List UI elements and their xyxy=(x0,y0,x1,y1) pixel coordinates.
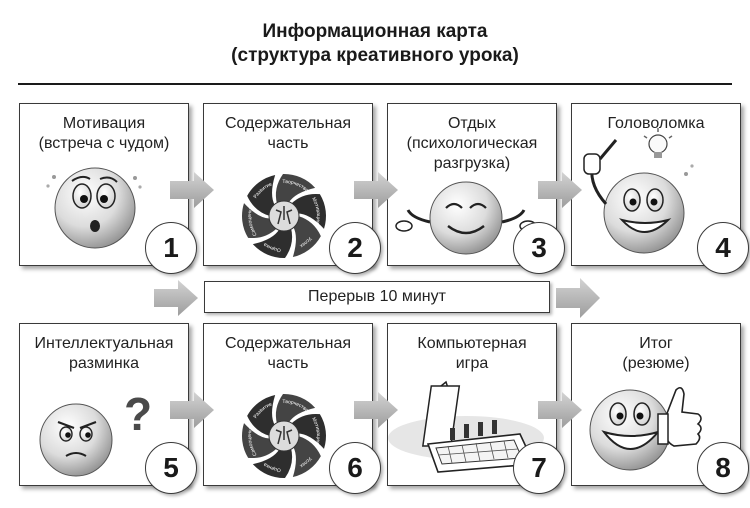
title-line-1: Информационная карта xyxy=(262,21,488,42)
flow-arrow-7-8 xyxy=(538,392,582,428)
title-line-2: (структура креативного урока) xyxy=(231,45,519,66)
flow-arrow-6-7 xyxy=(354,392,398,428)
swirl-word: Мотивация xyxy=(310,197,321,225)
swirl-blade xyxy=(252,228,293,258)
step-number-badge: 4 xyxy=(697,222,749,274)
swirl-blade xyxy=(291,413,326,449)
step-number-badge: 8 xyxy=(697,442,749,494)
step-number-badge: 5 xyxy=(145,442,197,494)
break-banner: Перерыв 10 минут xyxy=(204,281,550,313)
step-number-badge: 3 xyxy=(513,222,565,274)
card-puzzle: Головоломка 4 xyxy=(571,103,749,274)
swirl-blade xyxy=(252,448,293,478)
swirl-blade xyxy=(247,394,276,436)
swirl-blade xyxy=(275,394,316,424)
step-number-badge: 1 xyxy=(145,222,197,274)
swirl-figure xyxy=(275,426,293,445)
swirl-word: Самооценка xyxy=(247,206,259,237)
page-title: Информационная карта (структура креативн… xyxy=(0,20,750,68)
swirl-word: Оценка xyxy=(262,241,281,253)
swirl-blade xyxy=(275,174,316,204)
swirl-word: Мотивация xyxy=(310,417,321,445)
card-label: Содержательная часть xyxy=(224,335,352,372)
card-label: Мотивация (встреча с чудом) xyxy=(38,115,170,152)
flow-arrow-5-6 xyxy=(170,392,214,428)
card-label: Отдых (психологическая разгрузка) xyxy=(406,115,538,172)
break-label: Перерыв 10 минут xyxy=(308,288,446,305)
card-label: Содержательная часть xyxy=(224,115,352,152)
thinking-smiley-icon: ? xyxy=(39,388,152,477)
break-arrow-left xyxy=(154,280,198,316)
flow-arrow-1-2 xyxy=(170,172,214,208)
relaxed-smiley-icon xyxy=(395,181,537,255)
swirl-word: Самооценка xyxy=(247,426,259,457)
card-rest: Отдых (психологическая разгрузка) 3 xyxy=(387,103,565,274)
card-label: Головоломка xyxy=(607,115,705,132)
card-summary: Итог (резюме) 8 xyxy=(571,323,749,494)
swirl-blade xyxy=(242,203,277,239)
thumbs-up-smiley-icon xyxy=(589,386,702,471)
break-arrow-right xyxy=(556,278,600,318)
swirl-word: Оценка xyxy=(262,461,281,473)
card-motivation: Мотивация (встреча с чудом) 1 xyxy=(19,103,197,274)
swirl-blade xyxy=(292,436,321,478)
surprised-smiley-icon xyxy=(46,167,142,249)
idea-smiley-icon xyxy=(583,128,694,254)
flow-arrow-3-4 xyxy=(538,172,582,208)
svg-text:?: ? xyxy=(124,388,152,440)
card-warmup: ? Интеллектуальная разминка 5 xyxy=(19,323,197,494)
card-label: Компьютерная игра xyxy=(417,335,527,372)
swirl-blade xyxy=(242,423,277,459)
card-label: Интеллектуальная разминка xyxy=(34,335,174,372)
swirl-blade xyxy=(292,216,321,258)
card-label: Итог (резюме) xyxy=(622,335,690,372)
flow-arrow-2-3 xyxy=(354,172,398,208)
swirl-figure xyxy=(275,206,293,225)
step-number-badge: 7 xyxy=(513,442,565,494)
step-number-badge: 6 xyxy=(329,442,381,494)
title-divider xyxy=(18,83,732,85)
step-number-badge: 2 xyxy=(329,222,381,274)
computer-game-icon xyxy=(388,380,544,473)
swirl-blade xyxy=(247,174,276,216)
swirl-blade xyxy=(291,193,326,229)
card-computer-game: Компьютерная игра 7 xyxy=(387,323,565,494)
